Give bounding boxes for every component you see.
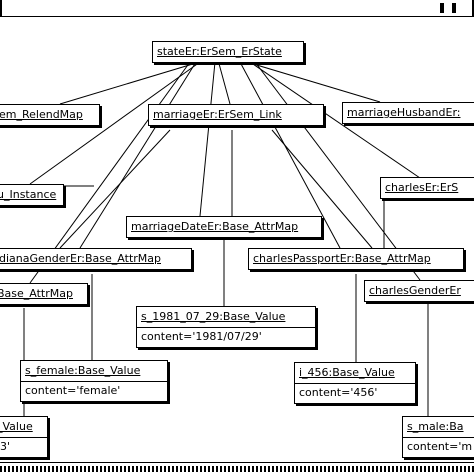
node-title: i_456:Base_Value (299, 366, 395, 379)
node-title: _Value (0, 420, 33, 433)
edge-marriage-passport (271, 129, 373, 249)
node-title: marriageEr:ErSem_Link (153, 108, 282, 121)
node-title: marriageHusbandEr: (347, 106, 461, 119)
node-content: content='m (403, 437, 474, 456)
node-leftVal[interactable]: _Value '3' (0, 416, 48, 458)
edge-state-marriage (217, 59, 231, 105)
edge-state-attrleft (29, 61, 191, 284)
node-marriageEr[interactable]: marriageEr:ErSem_Link (148, 104, 324, 126)
node-title: s_female:Base_Value (25, 364, 141, 377)
edge-state-husband (239, 59, 381, 103)
edge-state-instance (29, 61, 201, 185)
edge-state-charles (249, 61, 421, 179)
title-bar-left-edge (0, 0, 2, 16)
node-husband[interactable]: marriageHusbandEr: (342, 102, 474, 124)
node-title: em_RelendMap (0, 108, 83, 121)
node-content: '3' (0, 437, 47, 456)
node-title: charlesPassportEr:Base_AttrMap (253, 252, 431, 265)
edge-marriage-diana (59, 129, 171, 249)
node-charlesGender[interactable]: charlesGenderEr (364, 280, 474, 302)
node-charlesEr[interactable]: charlesEr:ErS (380, 177, 474, 199)
node-dianaGender[interactable]: dianaGenderEr:Base_AttrMap (0, 248, 192, 270)
title-bar (0, 0, 474, 17)
edge-state-dateEr (199, 61, 216, 217)
node-title: u_Instance (0, 188, 57, 201)
node-title: Base_AttrMap (0, 287, 73, 300)
edge-state-charlesgender (254, 61, 421, 281)
node-title: dianaGenderEr:Base_AttrMap (0, 252, 161, 265)
node-relend[interactable]: em_RelendMap (0, 104, 100, 126)
node-maleVal[interactable]: s_male:Ba content='m (402, 416, 474, 458)
edge-state-passport (239, 61, 341, 249)
scrollbar-horizontal[interactable] (0, 462, 474, 474)
node-stateEr[interactable]: stateEr:ErSem_ErState (152, 41, 304, 63)
node-title: charlesGenderEr (369, 284, 461, 297)
node-title: marriageDateEr:Base_AttrMap (131, 220, 299, 233)
node-femaleVal[interactable]: s_female:Base_Value content='female' (20, 360, 168, 402)
node-dateVal[interactable]: s_1981_07_29:Base_Value content='1981/07… (136, 306, 316, 348)
node-instance[interactable]: u_Instance (0, 184, 64, 206)
node-attrLeft[interactable]: Base_AttrMap (0, 283, 88, 305)
node-title: stateEr:ErSem_ErState (157, 45, 282, 58)
scrollbar-track (0, 466, 474, 472)
title-bar-right-edge (472, 0, 474, 16)
node-title: s_male:Ba (407, 420, 464, 433)
node-title: charlesEr:ErS (385, 181, 459, 194)
node-passport[interactable]: charlesPassportEr:Base_AttrMap (248, 248, 464, 270)
window-control-icon[interactable] (440, 3, 444, 13)
node-title: s_1981_07_29:Base_Value (141, 310, 286, 323)
node-content: content='1981/07/29' (137, 327, 315, 346)
window-control-icon[interactable] (452, 3, 456, 13)
node-dateEr[interactable]: marriageDateEr:Base_AttrMap (126, 216, 322, 238)
node-content: content='female' (21, 381, 167, 400)
edge-state-relend (59, 59, 207, 105)
edge-state-diana (79, 61, 197, 249)
node-content: content='456' (295, 383, 415, 402)
node-numVal[interactable]: i_456:Base_Value content='456' (294, 362, 416, 404)
